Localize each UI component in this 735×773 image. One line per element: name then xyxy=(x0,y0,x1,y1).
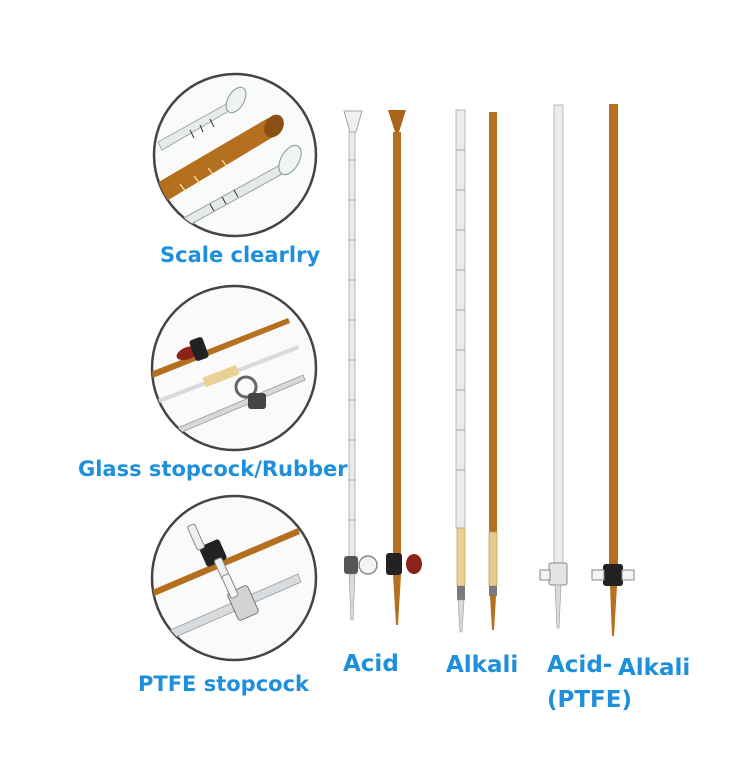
scale-detail-circle xyxy=(152,72,318,238)
alkali-ptfe-type-label: Alkali xyxy=(618,655,691,681)
acid-clear-burette xyxy=(343,110,378,621)
ptfe-amber-burette xyxy=(591,104,635,636)
ptfe-stopcock-detail-circle xyxy=(150,494,318,662)
alkali-type-label: Alkali xyxy=(446,652,519,678)
alkali-amber-burette xyxy=(488,112,498,630)
acid-amber-burette xyxy=(386,110,422,625)
acid-ptfe-type-label: Acid- xyxy=(547,652,613,678)
glass-stopcock-detail-circle xyxy=(150,284,318,452)
burettes-group xyxy=(343,104,635,636)
glass-stopcock-callout-label: Glass stopcock/Rubber xyxy=(78,457,348,481)
acid-type-label: Acid xyxy=(343,651,399,677)
ptfe-clear-burette xyxy=(539,104,568,629)
ptfe-callout-label: PTFE stopcock xyxy=(138,672,310,696)
alkali-clear-burette xyxy=(455,109,466,633)
scale-callout-label: Scale clearlry xyxy=(160,243,321,267)
ptfe-sub-label: (PTFE) xyxy=(547,687,632,713)
